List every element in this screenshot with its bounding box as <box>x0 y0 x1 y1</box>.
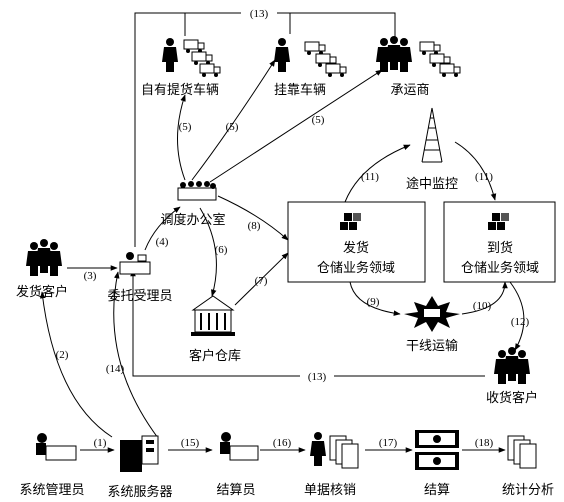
node-shipping-domain: 发货 仓储业务领域 <box>288 202 425 282</box>
edge-label-18: (18) <box>475 437 494 449</box>
node-statistics: 统计分析 <box>502 436 554 498</box>
settlement-clerk-label: 结算员 <box>216 483 255 498</box>
document-writeoff-label: 单据核销 <box>304 483 356 498</box>
edge-label-14: (14) <box>106 363 125 375</box>
document-writeoff-icon <box>310 432 358 468</box>
shipper-customer-label: 发货客户 <box>16 284 68 300</box>
server-icon <box>120 436 158 472</box>
person-icon <box>162 38 178 72</box>
edge-label-15: (15) <box>181 437 200 449</box>
edge-5-own <box>178 95 186 180</box>
edge-label-13-top: (13) <box>250 8 269 20</box>
edge-label-4: (4) <box>156 236 169 248</box>
arrival-domain-label-1: 到货 <box>487 240 513 256</box>
statistics-label: 统计分析 <box>502 483 554 498</box>
arrival-domain-label-2: 仓储业务领域 <box>461 260 539 276</box>
node-customer-warehouse: 客户仓库 <box>189 296 241 364</box>
carrier-label: 承运商 <box>390 83 429 98</box>
edge-label-13-bottom: (13) <box>308 371 327 383</box>
meeting-table-icon <box>178 181 216 200</box>
shipping-domain-label-2: 仓储业务领域 <box>317 260 395 276</box>
edge-label-7: (7) <box>255 275 268 287</box>
edge-label-6: (6) <box>215 244 228 256</box>
bank-building-icon <box>191 296 235 336</box>
edge-8 <box>218 196 288 240</box>
edge-label-5-carrier: (5) <box>312 114 325 126</box>
clerk-desk-icon <box>220 432 258 460</box>
node-arrival-domain: 到货 仓储业务领域 <box>444 202 555 282</box>
edge-label-16: (16) <box>273 437 292 449</box>
node-consignee-customer: 收货客户 <box>486 347 538 406</box>
dispatch-office-label: 调度办公室 <box>160 212 225 228</box>
node-carrier: 承运商 <box>376 36 460 98</box>
truck-icon <box>305 42 325 55</box>
node-system-admin: 系统管理员 <box>19 433 84 498</box>
node-system-server: 系统服务器 <box>107 436 172 500</box>
edge-label-12: (12) <box>511 316 530 328</box>
system-admin-label: 系统管理员 <box>19 483 84 498</box>
node-own-vehicles: 自有提货车辆 <box>141 38 220 98</box>
node-en-route-monitor: 途中监控 <box>406 108 458 192</box>
truck-starburst-icon <box>404 296 460 332</box>
node-document-writeoff: 单据核销 <box>304 432 358 498</box>
edge-label-8: (8) <box>248 220 261 232</box>
customer-warehouse-label: 客户仓库 <box>189 348 241 364</box>
node-settlement-clerk: 结算员 <box>216 432 258 498</box>
person-group-icon <box>376 36 412 72</box>
truck-icon <box>420 42 440 55</box>
documents-icon <box>508 436 536 468</box>
edge-label-3: (3) <box>84 270 97 282</box>
node-shipper-customer: 发货客户 <box>16 239 68 300</box>
edge-label-5-affiliated: (5) <box>226 121 239 133</box>
node-trunk-transport: 干线运输 <box>404 296 460 354</box>
edge-label-11-a: (11) <box>361 171 379 183</box>
edge-label-2: (2) <box>56 349 69 361</box>
own-vehicles-label: 自有提货车辆 <box>141 82 219 98</box>
banknote-icon <box>415 430 459 470</box>
edge-label-17: (17) <box>379 437 398 449</box>
admin-desk-icon <box>36 433 76 460</box>
en-route-monitor-label: 途中监控 <box>406 176 458 192</box>
consignment-clerk-label: 委托受理员 <box>107 289 172 304</box>
edge-5-affiliated <box>192 60 275 180</box>
edge-label-11-b: (11) <box>475 171 493 183</box>
radio-tower-icon <box>422 108 442 162</box>
trunk-transport-label: 干线运输 <box>406 338 458 354</box>
system-server-label: 系统服务器 <box>107 484 172 500</box>
person-group-icon <box>26 239 62 276</box>
person-group-icon <box>494 347 530 384</box>
node-affiliated-vehicles: 挂靠车辆 <box>274 38 346 98</box>
node-settlement: 结算 <box>415 430 459 498</box>
clerk-desk-icon <box>120 252 150 274</box>
truck-icon <box>184 40 204 53</box>
edge-label-10: (10) <box>473 300 492 312</box>
node-dispatch-office: 调度办公室 <box>160 181 225 228</box>
settlement-label: 结算 <box>424 483 450 498</box>
affiliated-vehicles-label: 挂靠车辆 <box>274 82 326 98</box>
edge-2 <box>42 292 112 437</box>
edge-label-9: (9) <box>367 296 380 308</box>
edge-label-1: (1) <box>94 437 107 449</box>
consignee-customer-label: 收货客户 <box>486 390 538 406</box>
person-icon <box>274 38 290 72</box>
shipping-domain-label-1: 发货 <box>343 240 369 256</box>
edge-label-5-own: (5) <box>179 121 192 133</box>
